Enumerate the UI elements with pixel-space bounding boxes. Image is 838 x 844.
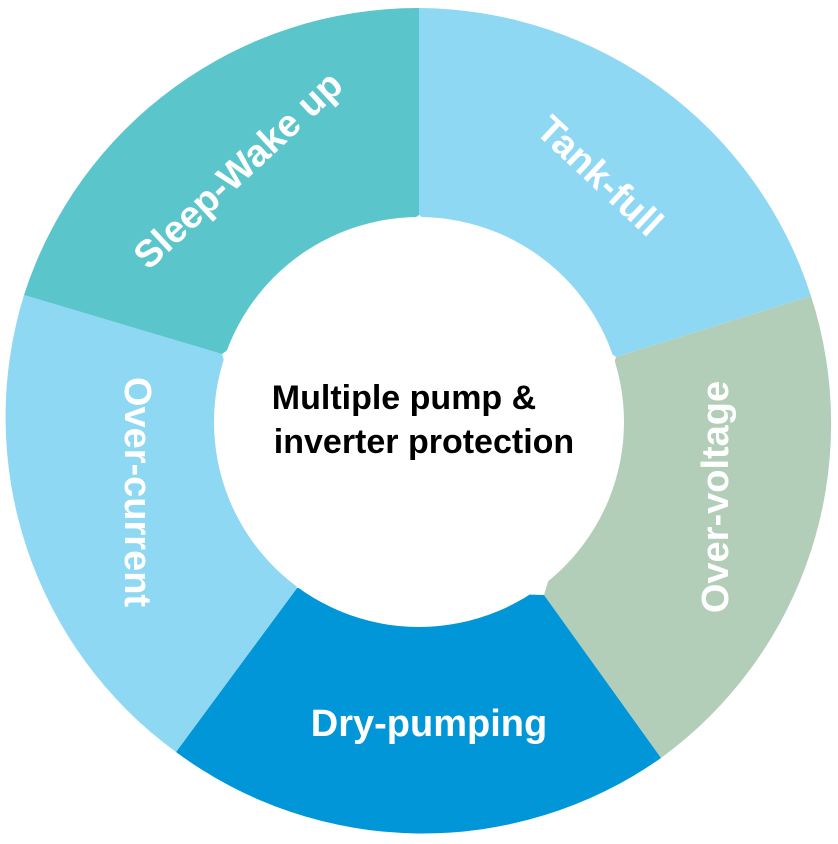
segment-label-dry-pumping: Dry-pumping [311,703,547,745]
segment-label-over-current: Over-current [116,377,158,608]
segment-label-over-voltage: Over-voltage [695,381,737,613]
segment-dry-pumping [176,588,661,834]
center-title-line-2: inverter protection [274,423,574,461]
center-hub [214,217,624,627]
center-title-line-1: Multiple pump & [272,379,536,417]
